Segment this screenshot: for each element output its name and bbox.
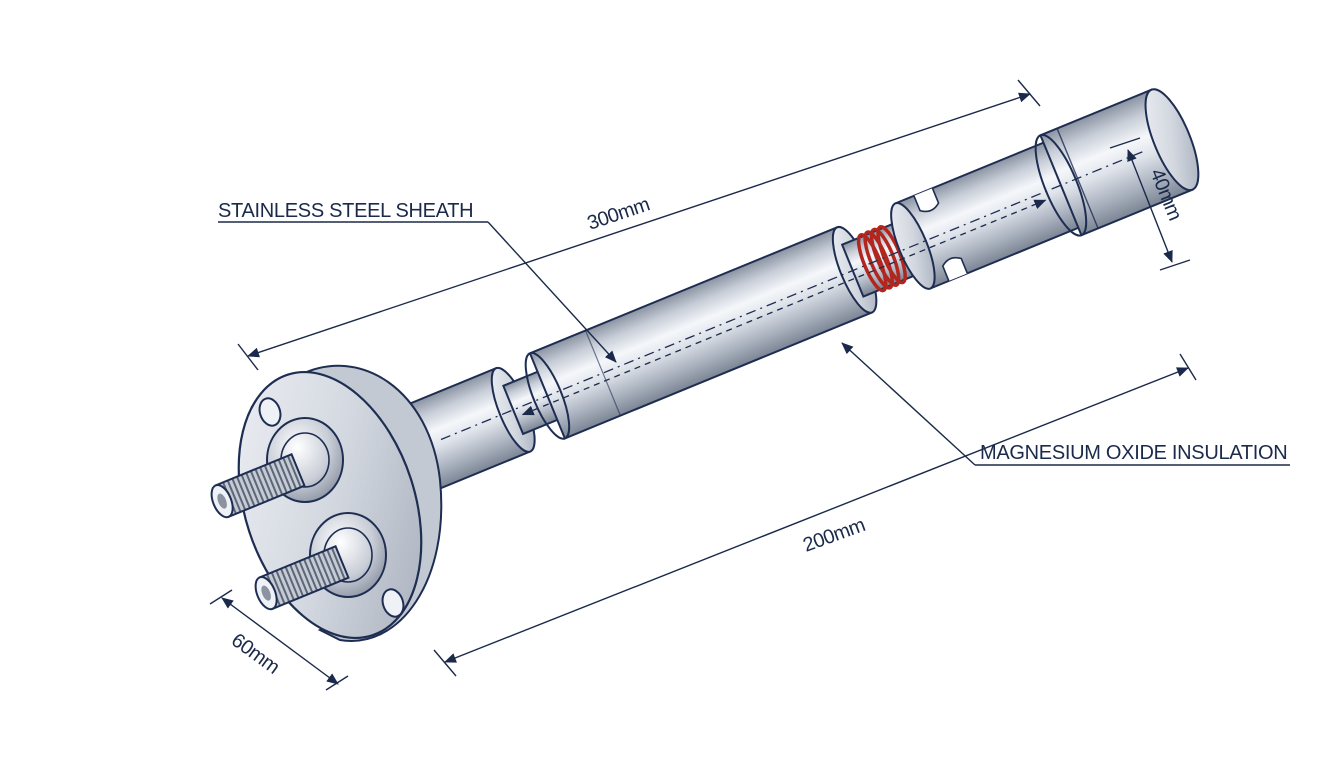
bolt-hole-top [258,397,282,427]
dimension-flange-diameter [209,589,349,691]
callout-insulation: MAGNESIUM OXIDE INSULATION [841,342,1290,466]
callout-sheath-label: STAINLESS STEEL SHEATH [218,200,473,222]
callout-insulation-label: MAGNESIUM OXIDE INSULATION [980,442,1287,464]
dimension-sheath-length-text: 200mm [800,514,868,557]
callout-sheath: STAINLESS STEEL SHEATH [218,200,617,363]
terminal-stud-top [210,452,306,519]
mounting-flange [237,364,443,642]
bolt-hole-bottom [381,588,405,618]
dimension-end-diameter [1109,137,1191,271]
center-axis-line [440,150,1145,441]
dimension-overall-length [237,79,1041,371]
dimension-overall-length-text: 300mm [585,194,653,235]
dimension-sheath-length [433,353,1197,677]
